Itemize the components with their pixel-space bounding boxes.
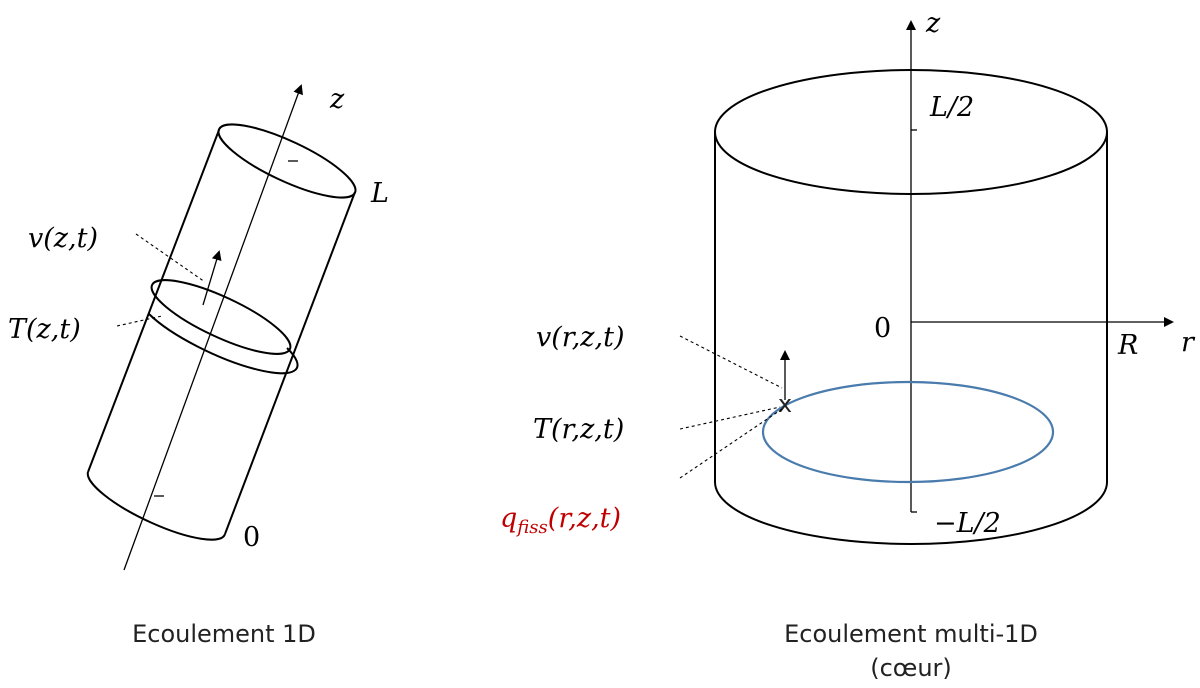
right-z-axis-label: z: [925, 8, 941, 39]
right-cylinder-bottom: [714, 481, 1108, 545]
left-cylinder-side-right: [224, 191, 356, 535]
right-fission-label-sub: fiss: [515, 517, 547, 538]
right-fission-label-main: q: [500, 503, 517, 534]
right-point-marker: x: [778, 390, 792, 418]
left-velocity-arrow: [202, 250, 222, 306]
right-origin-label: 0: [874, 313, 891, 344]
right-temperature-leader: [679, 406, 781, 430]
right-radius-label: R: [1117, 330, 1138, 361]
right-bottom-tick-label: −L/2: [934, 508, 1001, 539]
right-velocity-label: v(r,z,t): [536, 322, 625, 353]
left-top-label: L: [370, 178, 389, 209]
left-temperature-label: T(z,t): [8, 314, 81, 345]
left-bottom-label: 0: [243, 522, 260, 553]
left-axis-label: z: [329, 84, 345, 115]
right-caption-line1: Ecoulement multi-1D: [784, 620, 1038, 648]
left-velocity-leader: [135, 233, 206, 283]
left-z-axis: [123, 84, 303, 571]
right-caption-line2: (cœur): [870, 654, 952, 682]
left-velocity-label: v(z,t): [28, 223, 98, 254]
right-fission-leader: [679, 408, 783, 479]
left-cylinder-diagram: z L 0 v(z,t) T(z,t) Ecoulement 1D: [8, 84, 389, 648]
right-top-tick-label: L/2: [929, 92, 974, 123]
left-slice-bottom: [148, 313, 299, 375]
right-flow-channel-ring: [761, 380, 1055, 484]
right-fission-label-args: (r,z,t): [548, 503, 621, 534]
left-caption: Ecoulement 1D: [132, 620, 316, 648]
left-temperature-leader: [116, 315, 163, 327]
right-cylinder-diagram: x z r L/2 −L/2 0 R v(r,z,t) T(r,z,t) qfi…: [500, 8, 1196, 682]
right-velocity-leader: [679, 335, 783, 389]
right-r-axis-label: r: [1181, 327, 1196, 358]
left-cylinder-bottom: [86, 471, 226, 541]
left-cylinder-side-left: [87, 129, 220, 473]
left-slice-top: [150, 279, 292, 355]
right-temperature-label: T(r,z,t): [533, 414, 624, 445]
right-fission-label: qfiss(r,z,t): [500, 503, 621, 538]
